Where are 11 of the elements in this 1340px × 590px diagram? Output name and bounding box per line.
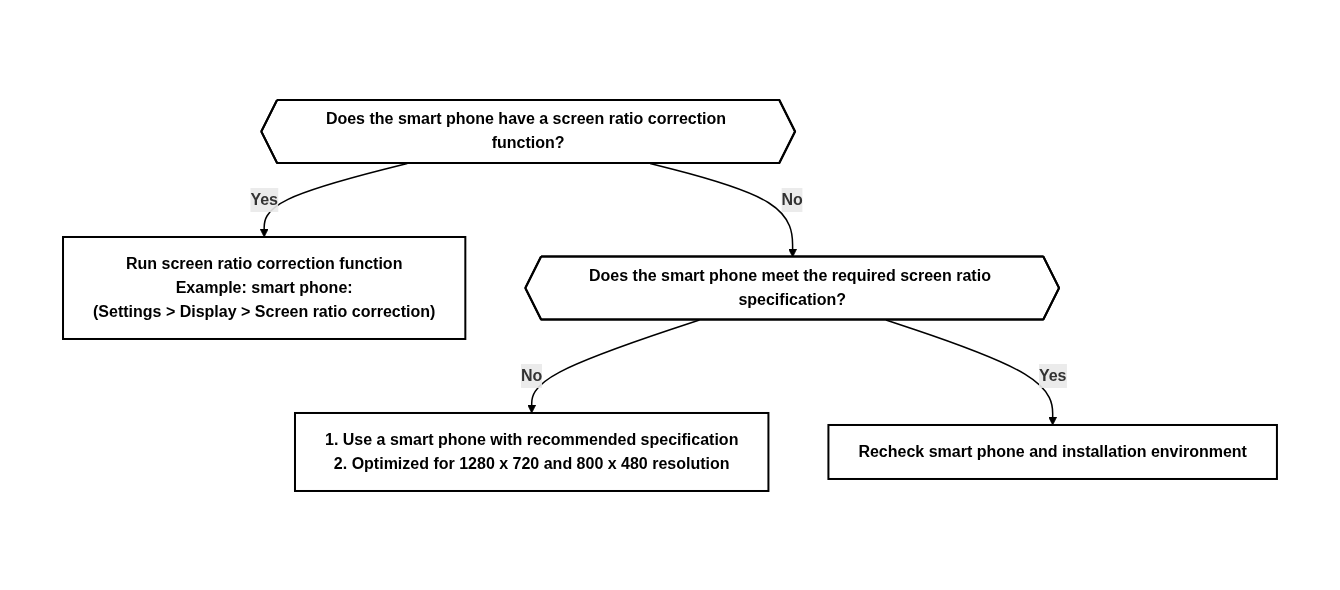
node-box: Recheck smart phone and installation environment bbox=[827, 423, 1278, 480]
edge-label: Yes bbox=[1038, 366, 1067, 384]
arrow bbox=[649, 162, 798, 257]
edge-label: No bbox=[521, 366, 543, 384]
edge-label: Yes bbox=[250, 190, 278, 208]
arrow bbox=[885, 318, 1058, 425]
arrow bbox=[259, 162, 409, 237]
node-box: Run screen ratio correction function Example: smart phone: (Settings > Display > Screen ratio correction) bbox=[62, 235, 467, 340]
node-box: 1. Use a smart phone with recommended specification 2. Optimized for 1280 x 720 and 800 x 480 resolution bbox=[294, 411, 770, 492]
edge-label: No bbox=[781, 190, 803, 208]
arrow bbox=[527, 318, 701, 413]
